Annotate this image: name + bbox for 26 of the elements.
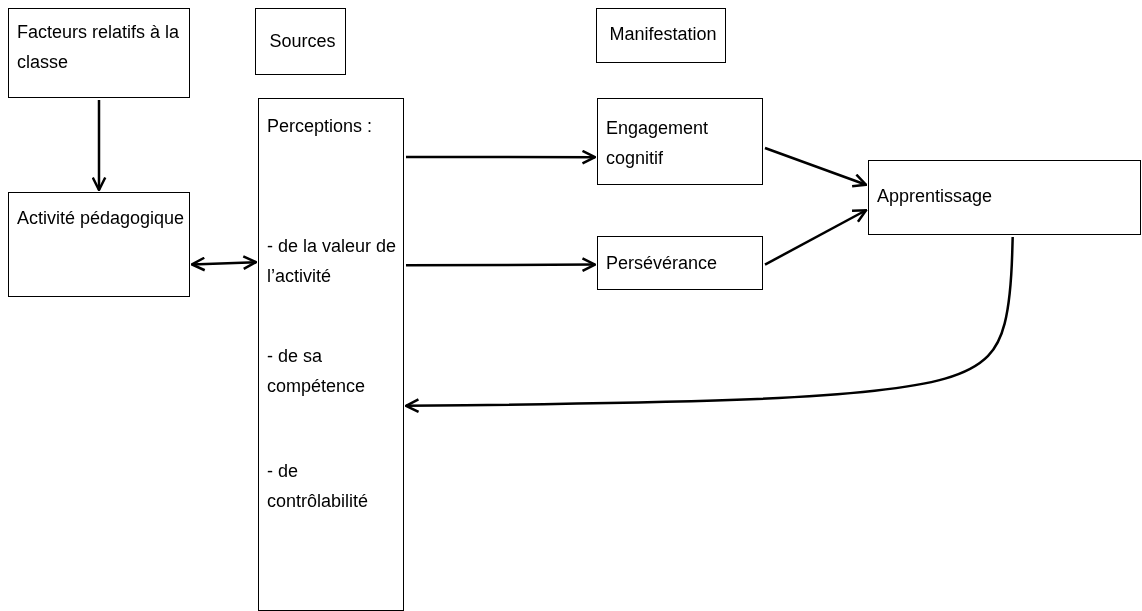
node-text: - de contrôlabilité: [267, 460, 370, 513]
node-text: Perceptions :: [267, 115, 374, 138]
process-box: [258, 98, 404, 611]
process-box: [8, 192, 190, 297]
arrow: [404, 236, 1014, 414]
header-box: [255, 8, 346, 75]
process-box: [8, 8, 190, 98]
arrow: [91, 100, 107, 192]
node-text: Apprentissage: [877, 185, 994, 208]
node-text: - de la valeur de l’activité: [267, 235, 398, 288]
node-text: Manifestation: [608, 23, 718, 46]
arrow: [764, 209, 868, 266]
node-text: - de sa compétence: [267, 345, 367, 398]
node-text: Activité pédagogique: [17, 207, 185, 230]
arrow: [406, 149, 597, 165]
arrow: [406, 257, 597, 273]
node-text: Sources: [268, 30, 337, 53]
node-text: Persévérance: [606, 252, 719, 275]
node-text: Facteurs relatifs à la classe: [17, 21, 181, 74]
process-box: [868, 160, 1141, 235]
arrow: [764, 146, 868, 188]
process-box: [597, 236, 763, 290]
process-box: [597, 98, 763, 185]
header-box: [596, 8, 726, 63]
arrow: [190, 255, 258, 272]
node-text: Engagement cognitif: [606, 117, 710, 170]
